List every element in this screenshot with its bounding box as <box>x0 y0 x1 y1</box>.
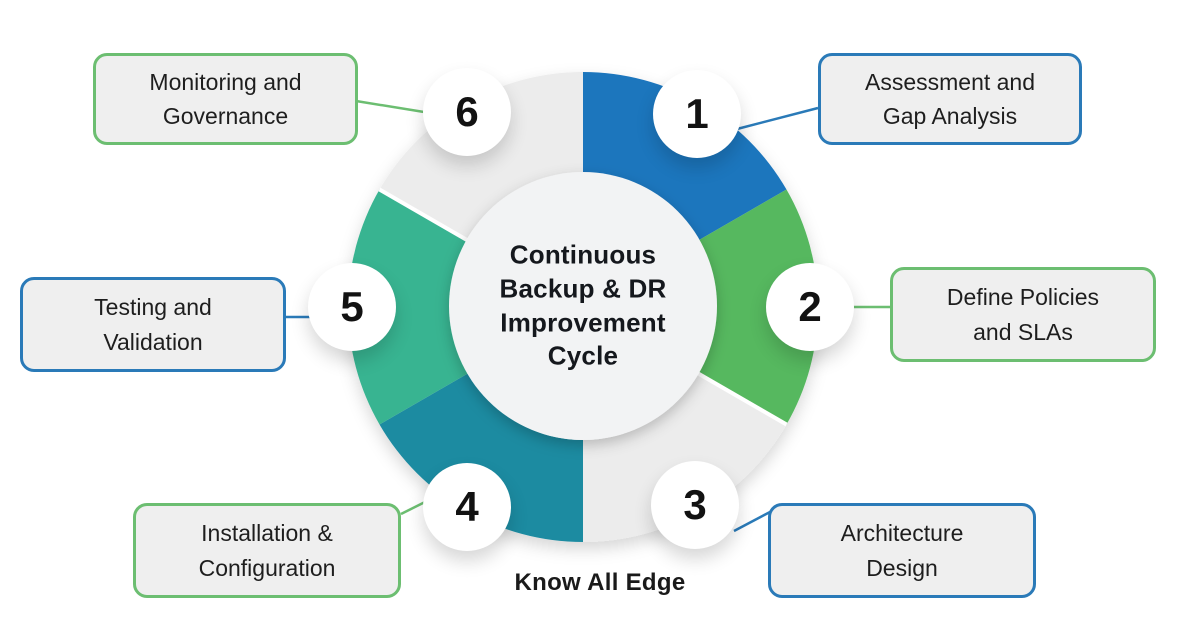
step-badge-5: 5 <box>308 263 396 351</box>
segment-6 <box>379 72 583 241</box>
connector-line-6 <box>355 99 425 114</box>
segment-2 <box>698 189 818 425</box>
step-label: Installation & Configuration <box>198 520 336 581</box>
step-label-box-6: Monitoring and Governance <box>93 53 358 145</box>
step-label-box-2: Define Policies and SLAs <box>890 267 1156 362</box>
step-label-box-3: Architecture Design <box>768 503 1036 598</box>
connector-line-3 <box>733 510 771 533</box>
step-label-box-5: Testing and Validation <box>20 277 286 372</box>
segment-gap <box>378 187 469 243</box>
brand-text: Know All Edge <box>514 569 686 596</box>
segment-gap <box>697 371 788 427</box>
step-label: Assessment and Gap Analysis <box>864 68 1036 130</box>
step-label: Monitoring and Governance <box>149 68 302 130</box>
step-label-box-4: Installation & Configuration <box>133 503 401 598</box>
center-title: Continuous Backup & DR Improvement Cycle <box>499 239 667 371</box>
step-badge-1: 1 <box>653 70 741 158</box>
step-badge-6: 6 <box>423 68 511 156</box>
segment-3 <box>583 373 787 542</box>
step-label: Define Policies and SLAs <box>946 284 1100 345</box>
segment-5 <box>348 189 468 425</box>
step-label: Architecture Design <box>840 520 964 581</box>
segment-4 <box>379 373 583 542</box>
connector-line-1 <box>736 106 819 131</box>
center-circle <box>449 172 717 440</box>
step-badge-3: 3 <box>651 461 739 549</box>
step-label: Testing and Validation <box>94 294 212 355</box>
step-badge-2: 2 <box>766 263 854 351</box>
step-label-box-1: Assessment and Gap Analysis <box>818 53 1082 145</box>
step-badge-4: 4 <box>423 463 511 551</box>
